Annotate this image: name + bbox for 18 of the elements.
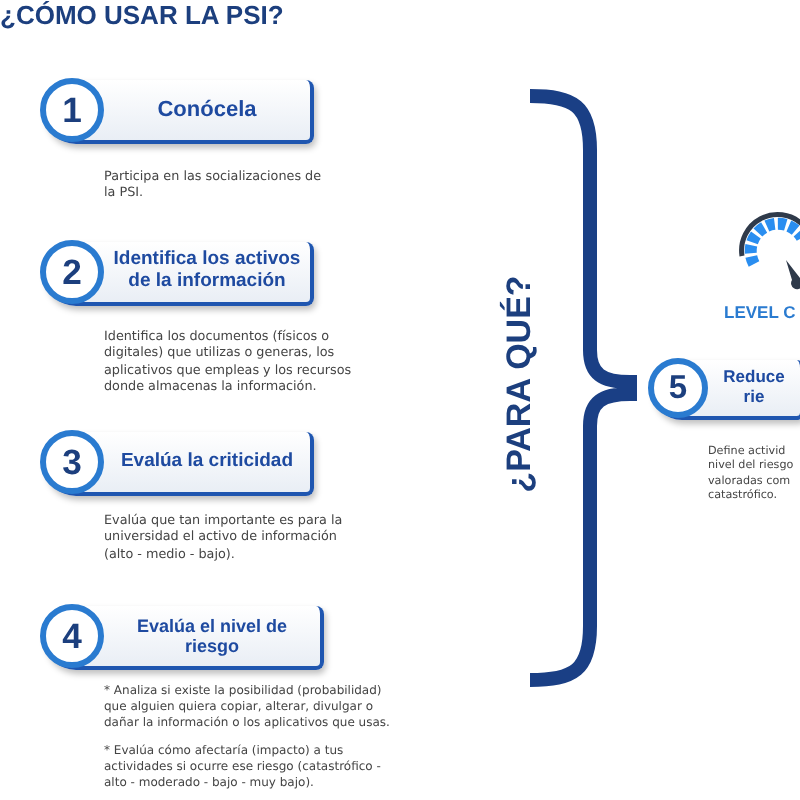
step-title: Reduce rie: [721, 368, 787, 408]
step-number: 2: [40, 240, 104, 304]
step-number: 3: [40, 430, 104, 494]
step-number: 4: [40, 604, 104, 668]
step-title: Evalúa la criticidad: [118, 451, 296, 473]
step-box: [44, 432, 314, 496]
vertical-heading: ¿PARA QUÉ?: [500, 273, 540, 497]
step-number: 5: [648, 358, 708, 418]
step-box: [652, 360, 800, 420]
title: ¿CÓMO USAR LA PSI?: [0, 0, 284, 30]
step-box: [44, 80, 314, 144]
step-title: Conócela: [155, 97, 259, 123]
step-box: [44, 242, 314, 306]
step-title: Evalúa el nivel de riesgo: [134, 615, 290, 657]
step-title: Identifica los activos de la información: [111, 250, 303, 294]
step-number: 1: [40, 78, 104, 142]
step-box: [44, 606, 324, 670]
gauge-label: LEVEL C: [724, 302, 796, 322]
